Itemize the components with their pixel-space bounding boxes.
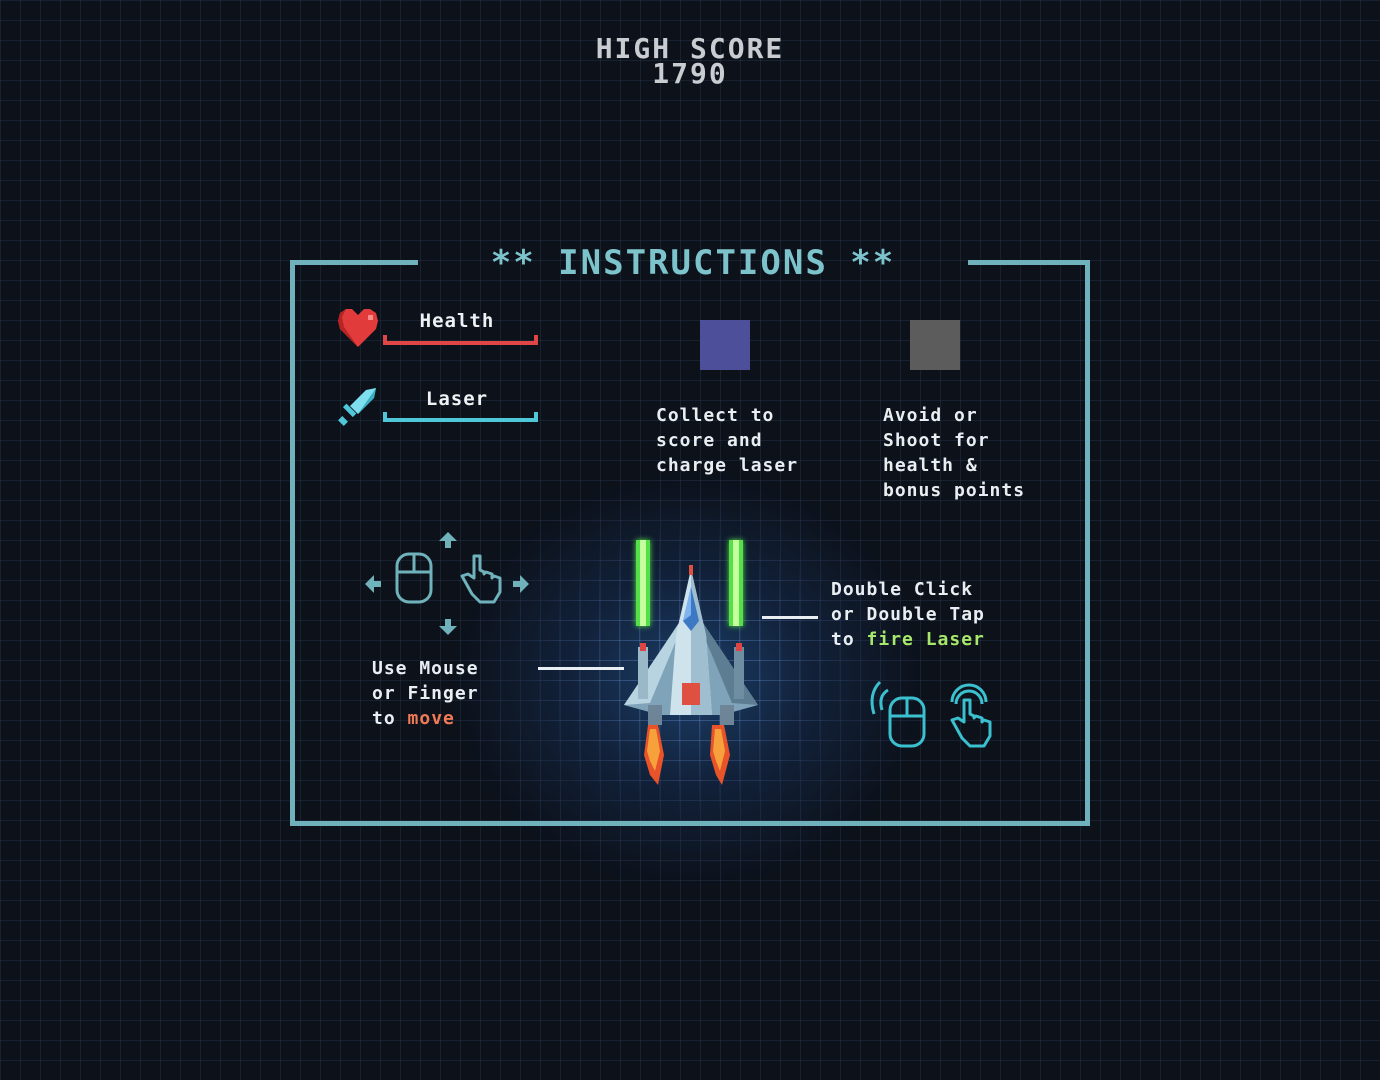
hand-pointer-icon (460, 554, 502, 604)
laser-bar (383, 412, 538, 422)
move-prefix: to (372, 708, 408, 729)
frame-bottom (290, 821, 1090, 826)
frame-top-left (290, 260, 418, 265)
double-tap-hand-icon (950, 683, 992, 748)
fire-line-1: Double Click (831, 579, 974, 600)
arrow-right-icon (513, 575, 529, 593)
mouse-icon (395, 552, 433, 604)
laser-beam-right-core (733, 540, 739, 626)
move-pointer-line (538, 667, 624, 670)
frame-right (1085, 260, 1090, 826)
move-line-2: or Finger (372, 683, 479, 704)
collect-text: Collect to score and charge laser (656, 405, 799, 476)
frame-left (290, 260, 295, 826)
fire-prefix: to (831, 629, 867, 650)
sword-icon (338, 388, 376, 426)
fire-pointer-line (762, 616, 818, 619)
collect-item (700, 320, 750, 370)
high-score-value: 1790 (652, 57, 728, 90)
move-controls (365, 532, 529, 635)
health-label: Health (419, 310, 495, 332)
frame-top-right (968, 260, 1090, 265)
arrow-down-icon (439, 619, 457, 635)
fire-controls (870, 680, 992, 748)
spaceship-icon (624, 565, 758, 785)
arrow-left-icon (365, 575, 381, 593)
heart-icon (338, 309, 378, 347)
move-instructions: Use Mouse or Finger to move (372, 656, 479, 731)
laser-beam-left-core (640, 540, 646, 626)
instructions-title: ** INSTRUCTIONS ** (490, 243, 896, 283)
fire-line-2: or Double Tap (831, 604, 985, 625)
move-highlight: move (407, 708, 455, 729)
double-click-mouse-icon (870, 680, 926, 748)
fire-highlight: fire Laser (866, 629, 985, 650)
health-bar (383, 335, 538, 345)
laser-label: Laser (425, 388, 489, 410)
arrow-up-icon (439, 532, 457, 548)
move-line-1: Use Mouse (372, 658, 479, 679)
avoid-item (910, 320, 960, 370)
avoid-text: Avoid or Shoot for health & bonus points (883, 405, 1026, 501)
fire-instructions: Double Click or Double Tap to fire Laser (831, 577, 985, 652)
high-score-label: HIGH SCORE (595, 32, 785, 65)
